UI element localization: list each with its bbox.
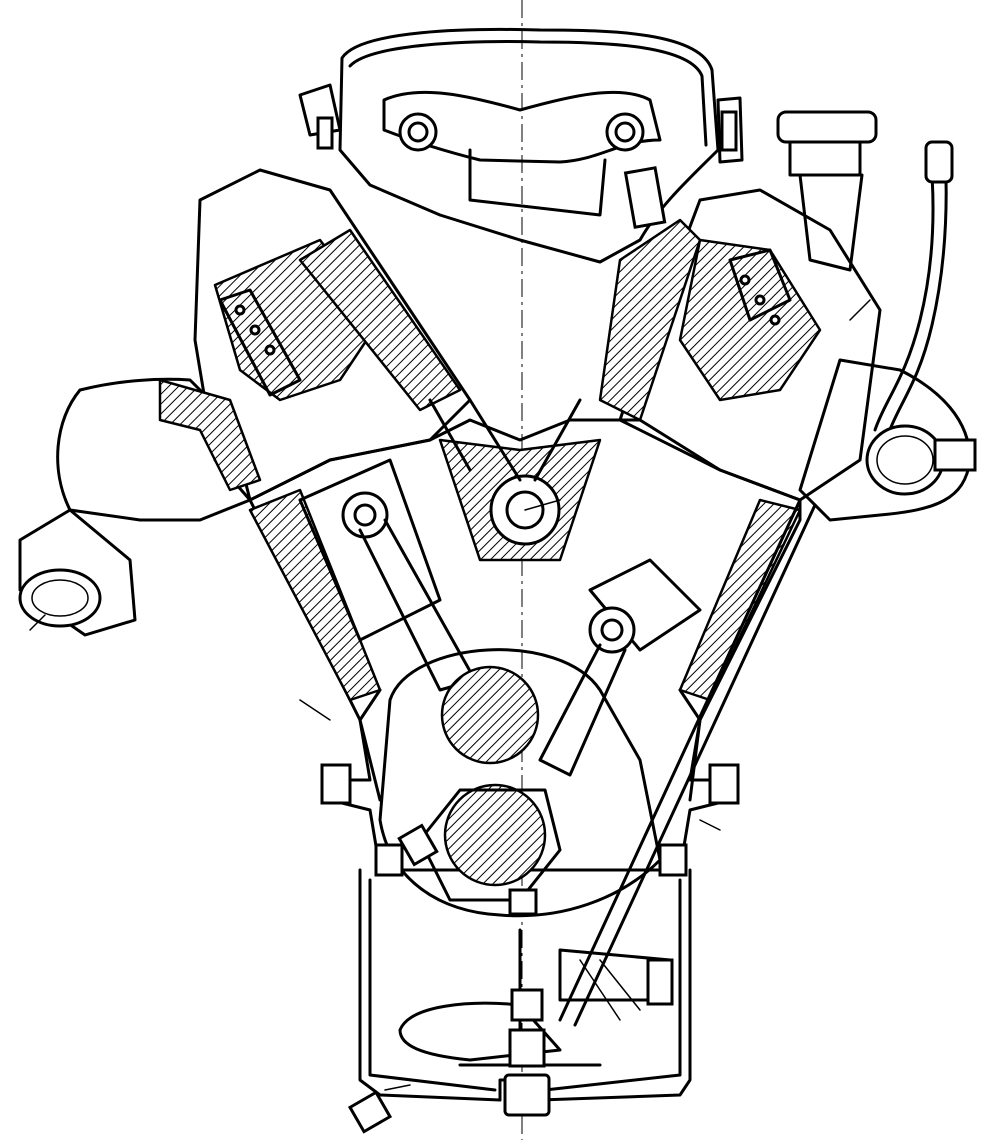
dipstick-lower: [558, 498, 817, 1027]
exhaust-flange-left: [18, 568, 102, 628]
oil-filler-cap: [776, 110, 878, 272]
left-cylinder-head: [193, 168, 472, 502]
dipstick-tube: [873, 140, 954, 437]
intake-manifold-plenum: [298, 27, 744, 264]
right-cylinder-head: [598, 188, 882, 502]
right-piston-and-rod: [538, 558, 702, 777]
crank-journal-lower: [443, 783, 547, 887]
crank-journal-upper: [440, 665, 540, 765]
camshaft: [489, 474, 561, 546]
oil-drain-plug: [347, 1084, 411, 1134]
leader-lines: [299, 299, 871, 1021]
left-exhaust-manifold: [18, 377, 262, 637]
block-side-bolts: [320, 763, 740, 877]
engine-block: [248, 418, 802, 872]
right-exhaust-manifold: [798, 358, 977, 522]
pushrods: [428, 398, 582, 482]
crankshaft: [378, 648, 662, 918]
oil-pump: [503, 928, 674, 1117]
fuel-injector-body: [623, 166, 667, 229]
